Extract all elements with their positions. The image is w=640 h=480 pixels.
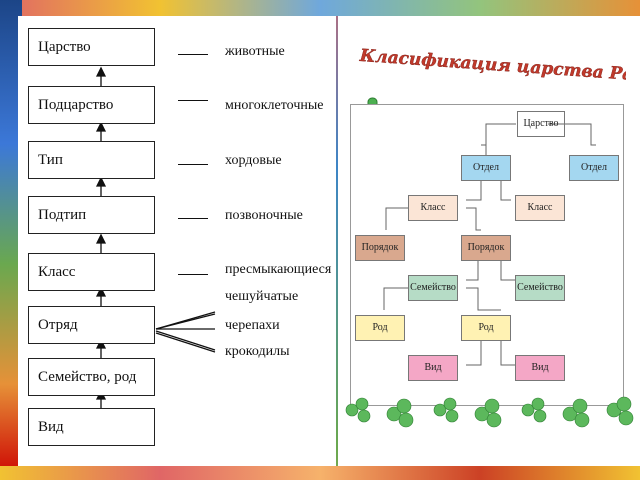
example-phylum: хордовые: [225, 153, 282, 168]
node-species-2: Вид: [515, 355, 565, 381]
node-family-2: Семейство: [515, 275, 565, 301]
scheme-connectors: [383, 123, 596, 366]
dash: [178, 274, 208, 275]
node-family-1: Семейство: [408, 275, 458, 301]
plant-title: Класификация царства Растения.: [358, 46, 626, 86]
dash: [178, 54, 208, 55]
dash: [178, 100, 208, 101]
node-division-1: Отдел: [461, 155, 511, 181]
node-genus-1: Род: [355, 315, 405, 341]
rank-order: Отряд: [28, 306, 155, 344]
classification-scheme: Царство Отдел Отдел Класс Класс Порядок …: [350, 104, 624, 406]
rank-subphylum: Подтип: [28, 196, 155, 234]
decorative-left-strip: [0, 0, 22, 480]
rank-class: Класс: [28, 253, 155, 291]
animal-taxonomy-panel: Царство Подцарство Тип Подтип Класс Отря…: [18, 16, 336, 466]
example-order-1: чешуйчатые: [225, 289, 299, 304]
node-division-2: Отдел: [569, 155, 619, 181]
node-class-1: Класс: [408, 195, 458, 221]
example-subkingdom: многоклеточные: [225, 98, 324, 113]
rank-species: Вид: [28, 408, 155, 446]
example-order-3: крокодилы: [225, 344, 290, 359]
node-order-1: Порядок: [355, 235, 405, 261]
example-subphylum: позвоночные: [225, 208, 303, 223]
title-wordart: Класификация царства Растения.: [358, 46, 626, 86]
node-class-2: Класс: [515, 195, 565, 221]
decorative-top-strip: [0, 0, 640, 16]
rank-family-genus: Семейство, род: [28, 358, 155, 396]
example-class: пресмыкающиеся: [225, 262, 332, 277]
example-kingdom: животные: [225, 44, 285, 59]
rank-subkingdom: Подцарство: [28, 86, 155, 124]
clover-border-icon: [345, 396, 634, 428]
rank-arrows: [95, 66, 216, 408]
dash: [178, 164, 208, 165]
node-species-1: Вид: [408, 355, 458, 381]
rank-kingdom: Царство: [28, 28, 155, 66]
decorative-bottom-strip: [0, 466, 640, 480]
example-order-2: черепахи: [225, 318, 280, 333]
node-genus-2: Род: [461, 315, 511, 341]
dash: [178, 218, 208, 219]
rank-phylum: Тип: [28, 141, 155, 179]
plant-classification-panel: Класификация царства Растения.: [338, 16, 640, 466]
node-kingdom: Царство: [517, 111, 565, 137]
node-order-2: Порядок: [461, 235, 511, 261]
order-branch-lines: [155, 311, 216, 353]
